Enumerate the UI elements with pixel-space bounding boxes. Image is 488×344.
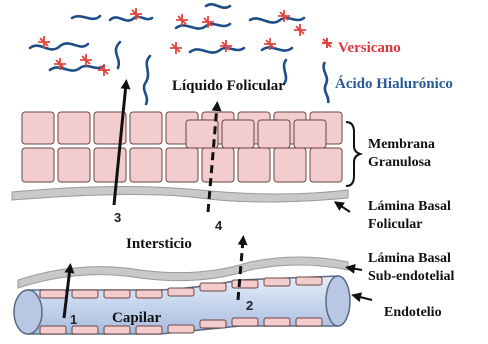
capilar-label: Capilar xyxy=(112,310,162,326)
granulosa-cells xyxy=(22,112,342,182)
endothelial-cell xyxy=(200,283,226,291)
hialuronico-strand xyxy=(50,66,104,71)
acido-hialuronico-label: Ácido Hialurónico xyxy=(335,75,453,92)
pointer-lamina-folicular xyxy=(338,204,350,212)
versicano-branch xyxy=(80,54,92,66)
endothelial-cell xyxy=(168,288,194,296)
endothelial-cell xyxy=(232,280,258,288)
intersticio-label: Intersticio xyxy=(126,236,192,252)
pointer-lamina-subendotelial xyxy=(350,268,362,270)
versicano-branch xyxy=(294,24,306,36)
lamina-basal-folicular-label-line1: Lámina Basal xyxy=(368,199,451,214)
versicano-legend-symbol xyxy=(322,38,332,48)
endothelial-cell xyxy=(264,318,290,326)
versicano-branch xyxy=(176,14,188,26)
endothelial-cell xyxy=(296,277,322,285)
pointer-endotelio xyxy=(356,296,372,300)
lamina-basal-subendotelial-label-line2: Sub-endotelial xyxy=(368,269,454,284)
endothelial-cell xyxy=(104,326,130,334)
granulosa-cell xyxy=(58,112,90,144)
arrow-2-number: 2 xyxy=(246,298,253,313)
granulosa-cell xyxy=(58,148,90,182)
granulosa-cell xyxy=(310,148,342,182)
granulosa-cell xyxy=(130,112,162,144)
hialuronico-strand xyxy=(262,47,292,50)
granulosa-cell xyxy=(22,148,54,182)
capilar-right-opening xyxy=(326,276,350,326)
versicano-label: Versicano xyxy=(338,40,401,56)
endothelial-cell xyxy=(72,326,98,334)
endothelial-cell xyxy=(232,318,258,326)
granulosa-cell xyxy=(130,148,162,182)
granulosa-cell xyxy=(22,112,54,144)
granulosa-cell xyxy=(222,120,254,148)
granulosa-cell xyxy=(166,148,198,182)
capilar-left-opening xyxy=(14,290,42,334)
hialuronico-strand xyxy=(206,4,230,7)
membrana-granulosa-label-line1: Membrana xyxy=(368,137,435,152)
endothelial-cell xyxy=(136,326,162,334)
endothelial-cell xyxy=(200,320,226,328)
versicano-branch xyxy=(170,42,182,54)
arrow-1-number: 1 xyxy=(70,312,77,327)
membrana-brace xyxy=(346,122,360,186)
lamina-basal-folicular xyxy=(12,186,348,202)
granulosa-cell xyxy=(202,148,234,182)
hialuronico-strand xyxy=(110,17,152,21)
hialuronico-strand xyxy=(250,18,304,23)
lamina-basal-subendotelial-label-line1: Lámina Basal xyxy=(368,251,451,266)
hialuronico-legend-symbol xyxy=(324,62,329,103)
hialuronico-strand xyxy=(72,16,100,19)
hialuronico-strand xyxy=(116,42,120,68)
endothelial-cell xyxy=(40,326,66,334)
granulosa-cell xyxy=(238,148,270,182)
lamina-basal-folicular-label-line2: Folicular xyxy=(368,217,422,232)
hialuronico-strand xyxy=(176,24,230,29)
endothelial-cell xyxy=(136,290,162,298)
liquido-folicular-label: Líquido Folicular xyxy=(172,78,285,94)
membrana-granulosa-label-line2: Granulosa xyxy=(368,155,431,170)
endothelial-cell xyxy=(168,325,194,333)
granulosa-cell xyxy=(294,120,326,148)
granulosa-cell xyxy=(258,120,290,148)
arrow-4-number: 4 xyxy=(215,218,223,233)
granulosa-cell xyxy=(94,148,126,182)
hialuronico-strand xyxy=(144,56,150,104)
hialuronico-strand xyxy=(190,48,244,53)
arrow-3-number: 3 xyxy=(114,210,121,225)
endothelial-cell xyxy=(40,290,66,298)
endothelial-cell xyxy=(104,290,130,298)
endotelio-label: Endotelio xyxy=(384,305,442,320)
versicano-branch xyxy=(98,64,110,76)
granulosa-cell xyxy=(274,148,306,182)
endothelial-cell xyxy=(264,278,290,286)
endothelial-cell xyxy=(72,290,98,298)
hialuronico-strand xyxy=(30,43,88,49)
endothelial-cell xyxy=(296,318,322,326)
